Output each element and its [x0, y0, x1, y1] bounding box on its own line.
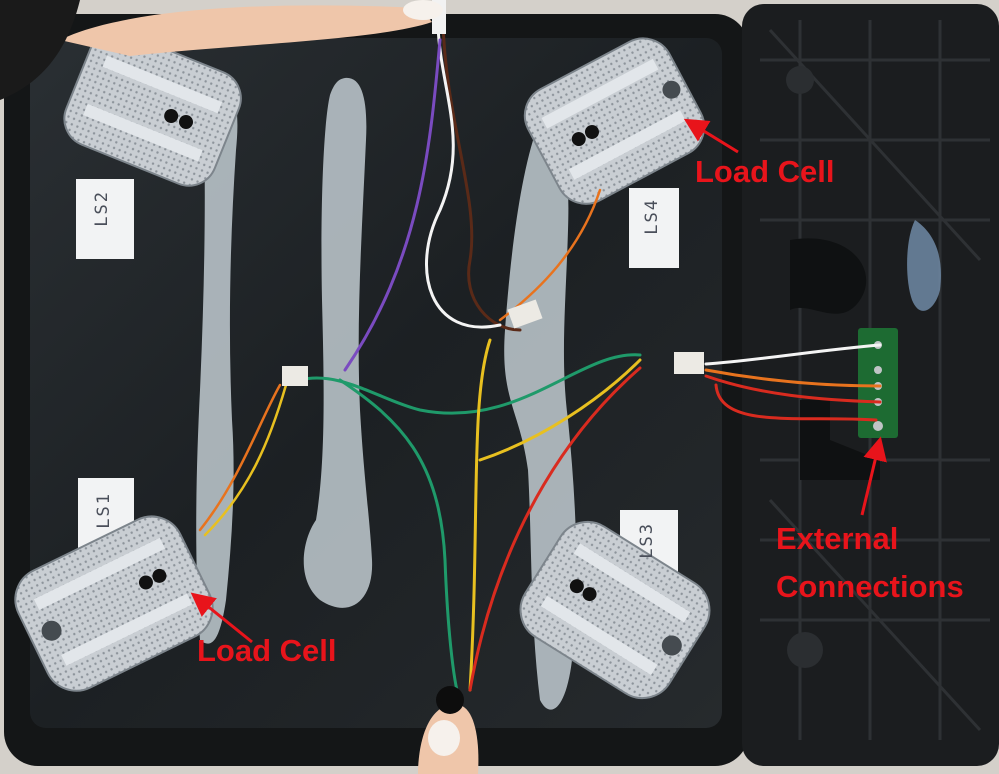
- hand-top: [60, 5, 432, 56]
- fingernail: [428, 720, 460, 756]
- label-connections: Connections: [776, 569, 964, 604]
- annotation-arrows: [190, 118, 887, 644]
- label-external: External: [776, 521, 899, 556]
- pcb-connector: [858, 328, 898, 438]
- sleeve: [0, 0, 80, 100]
- note-ls2-paper: [76, 179, 134, 259]
- housing-screw-boss: [787, 632, 823, 668]
- arrow-to-top-load-cell: [683, 118, 739, 154]
- note-ls1: LS1: [94, 492, 114, 529]
- housing-screw-boss: [786, 66, 814, 94]
- wire-connector: [507, 299, 543, 329]
- wire-connector: [282, 366, 308, 386]
- note-ls2: LS2: [92, 190, 112, 227]
- load-cell-top-left: [63, 30, 242, 187]
- fingernail: [403, 0, 443, 20]
- note-ls4: LS4: [642, 198, 662, 235]
- load-cell-bottom-left: [14, 515, 214, 692]
- label-load-cell-top: Load Cell: [695, 154, 835, 189]
- cable-grommet: [436, 686, 464, 714]
- arrow-to-pcb: [860, 436, 887, 516]
- load-cell-top-right: [523, 37, 706, 205]
- housing-cavity: [790, 238, 867, 314]
- load-cell-bottom-right: [519, 520, 711, 700]
- note-ls4-paper: [629, 188, 679, 268]
- wire-connector: [674, 352, 704, 374]
- label-load-cell-bottom: Load Cell: [197, 633, 337, 668]
- glue-blob: [907, 220, 941, 311]
- note-ls3: LS3: [637, 522, 657, 559]
- arrow-to-bottom-load-cell: [190, 592, 253, 644]
- wiring-harness: [198, 18, 882, 702]
